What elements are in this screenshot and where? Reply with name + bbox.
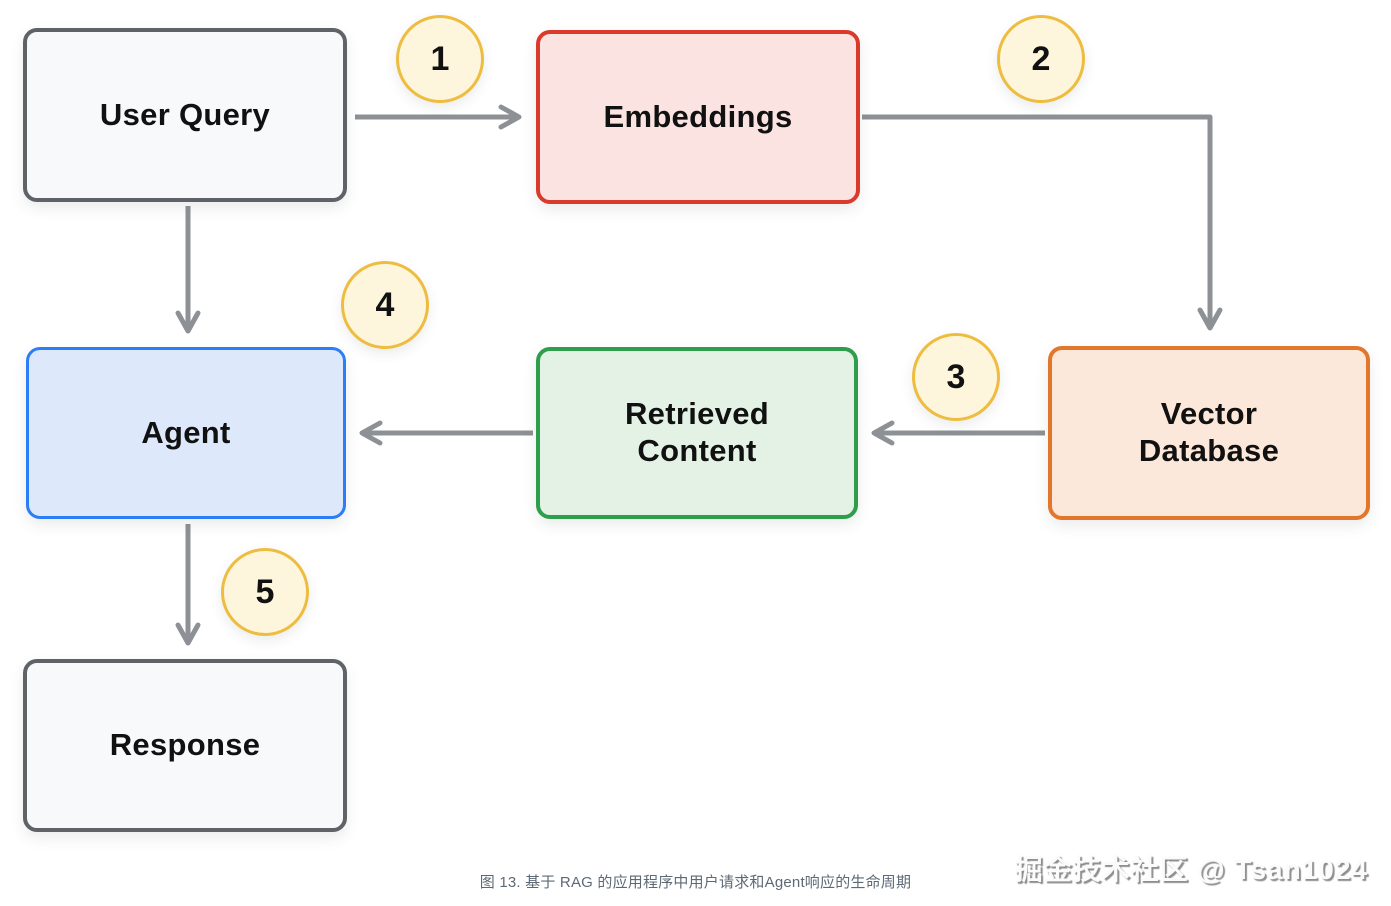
watermark: 掘金技术社区 @ Tsan1024 — [1014, 854, 1368, 885]
node-label: Response — [109, 727, 261, 763]
step-number: 3 — [946, 357, 966, 396]
node-vector-database[interactable]: Vector Database — [1048, 346, 1370, 520]
arrow-embeddings-to-vector-database — [862, 114, 1223, 331]
figure-caption: 图 13. 基于 RAG 的应用程序中用户请求和Agent响应的生命周期 — [479, 874, 912, 891]
step-number: 1 — [430, 39, 450, 78]
node-agent[interactable]: Agent — [26, 347, 346, 519]
step-number: 5 — [255, 572, 275, 611]
node-label: Embeddings — [603, 98, 793, 134]
node-label: User Query — [99, 96, 271, 132]
step-badge-5: 5 — [221, 548, 309, 636]
step-badge-4: 4 — [341, 261, 429, 349]
node-label: Vector Database — [1138, 396, 1280, 468]
node-embeddings[interactable]: Embeddings — [536, 30, 860, 204]
node-label: Agent — [141, 414, 231, 450]
step-badge-1: 1 — [396, 15, 484, 103]
step-number: 2 — [1031, 39, 1051, 78]
node-response[interactable]: Response — [23, 659, 347, 832]
node-retrieved-content[interactable]: Retrieved Content — [536, 347, 858, 519]
step-badge-2: 2 — [997, 15, 1085, 103]
node-label: Retrieved Content — [625, 396, 769, 468]
node-user-query[interactable]: User Query — [23, 28, 347, 202]
step-number: 4 — [375, 285, 395, 324]
step-badge-3: 3 — [912, 333, 1000, 421]
